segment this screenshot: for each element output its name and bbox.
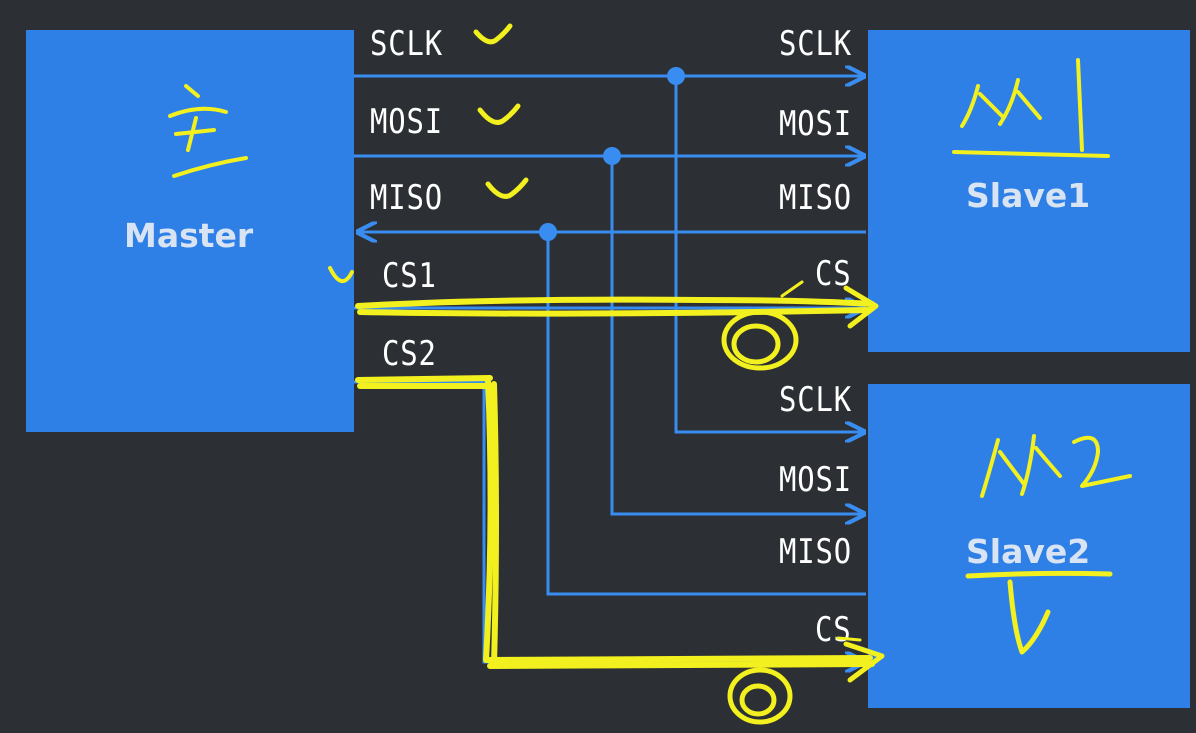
handwritten-annotations — [168, 23, 1132, 725]
slave2-miso-label: MISO — [778, 532, 852, 572]
master-box: Master — [26, 30, 354, 432]
sclk-wire-slave2 — [674, 76, 864, 432]
mosi-junction — [603, 147, 621, 165]
master-sclk-label: SCLK — [370, 24, 444, 64]
slave1-mosi-label: MOSI — [778, 104, 852, 144]
cs2-highlight — [355, 375, 875, 669]
mosi-check-mark — [477, 103, 521, 125]
slave1-sclk-label: SCLK — [778, 24, 852, 64]
miso-wire-slave2 — [546, 232, 866, 596]
cs1-arrowhead — [843, 285, 879, 329]
slave2-mosi-label: MOSI — [778, 460, 852, 500]
cs1-highlight — [355, 296, 875, 317]
slave2-underline — [965, 570, 1113, 655]
cs1-check-mark — [328, 266, 354, 283]
slave1-label: Slave1 — [966, 176, 1091, 215]
slave2-sclk-label: SCLK — [778, 380, 852, 420]
slave2-glyph-strokes — [980, 434, 1132, 498]
slave2-label: Slave2 — [966, 532, 1091, 571]
cs1-inner-circle-mark — [731, 323, 781, 365]
cs2-arrowhead — [843, 641, 885, 683]
slave2-box: Slave2 — [868, 384, 1190, 708]
master-label: Master — [124, 216, 254, 255]
master-mosi-label: MOSI — [370, 102, 444, 142]
miso-junction — [539, 223, 557, 241]
slave1-glyph-strokes — [952, 58, 1110, 158]
cs1-pointer-stroke — [780, 280, 804, 298]
miso-check-mark — [485, 177, 529, 199]
master-glyph-strokes — [168, 84, 248, 178]
cs2-wire — [354, 380, 864, 662]
cs2-inner-circle-mark — [739, 683, 777, 717]
sclk-junction — [667, 67, 685, 85]
cs2-circle-mark — [727, 667, 793, 725]
slave1-miso-label: MISO — [778, 178, 852, 218]
master-miso-label: MISO — [370, 178, 444, 218]
slave1-box: Slave1 — [868, 30, 1190, 352]
sclk-check-mark — [473, 23, 513, 45]
mosi-wire-slave2 — [610, 156, 864, 514]
cs2-pointer-stroke — [836, 636, 862, 642]
master-cs1-label: CS1 — [382, 256, 437, 296]
master-cs2-label: CS2 — [382, 334, 437, 374]
cs1-circle-mark — [721, 309, 799, 371]
